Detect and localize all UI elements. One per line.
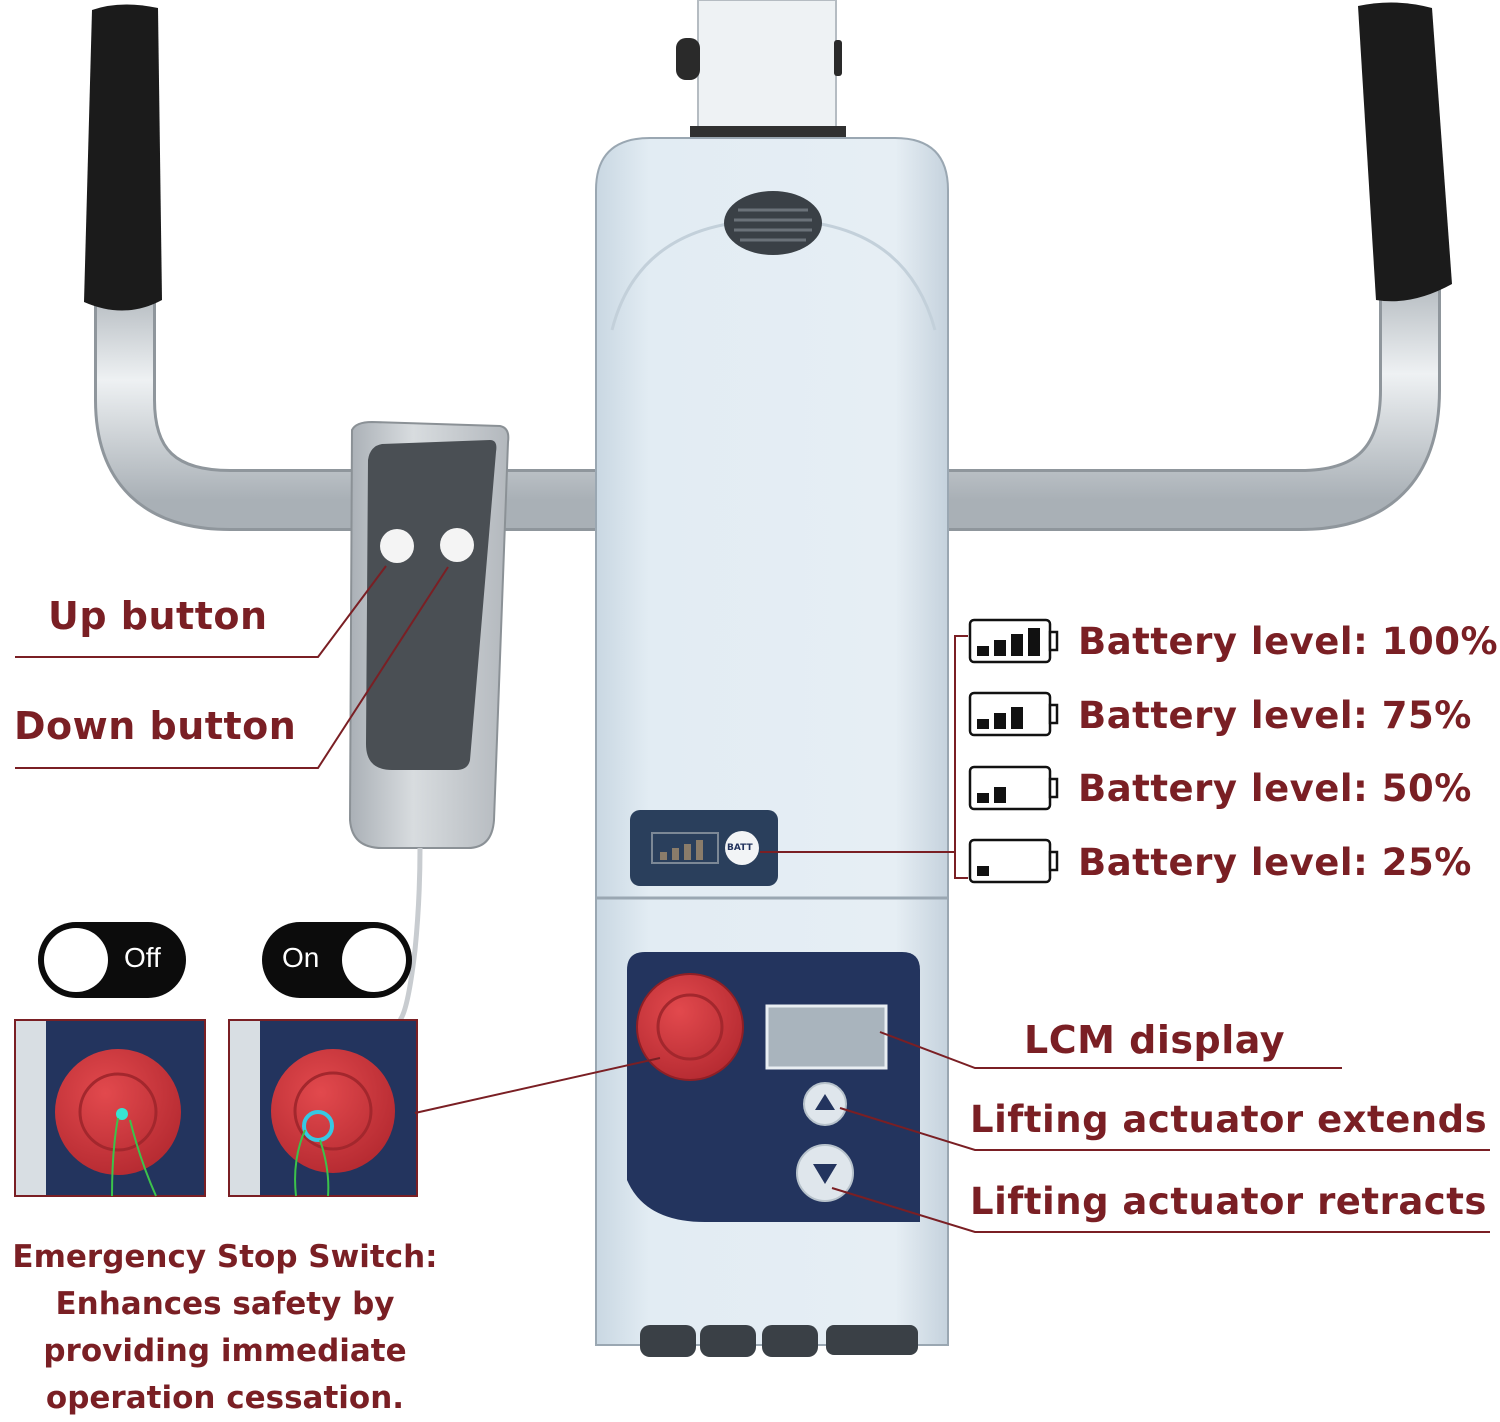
emergency-stop-icon <box>636 973 744 1081</box>
actuator-retracts-label: Lifting actuator retracts <box>970 1180 1487 1223</box>
actuator-extends-label: Lifting actuator extends <box>970 1098 1488 1141</box>
emergency-line: operation cessation. <box>45 1380 405 1416</box>
down-button-icon <box>440 528 474 562</box>
on-label: On <box>282 942 320 973</box>
battery-bar <box>977 646 989 656</box>
batt-text: BATT <box>727 843 753 853</box>
handlebar <box>84 2 1452 531</box>
battery-level-label: Battery level: 25% <box>1078 841 1472 884</box>
battery-icon <box>968 618 1059 664</box>
body-battery-indicator <box>630 810 778 886</box>
hand-pendant <box>348 420 510 1022</box>
battery-bar <box>977 866 989 876</box>
battery-bar <box>977 719 989 729</box>
up-button-label: Up button <box>48 594 268 638</box>
stop-photo-off <box>14 1019 206 1197</box>
battery-bar <box>994 640 1006 656</box>
battery-level-label: Battery level: 50% <box>1078 767 1472 810</box>
battery-bar <box>1011 707 1023 729</box>
emergency-line: providing immediate <box>43 1333 407 1369</box>
battery-level-label: Battery level: 75% <box>1078 694 1472 737</box>
battery-bar <box>1011 634 1023 656</box>
leader-lines <box>15 565 1490 1233</box>
battery-bar <box>1028 628 1040 656</box>
on-toggle <box>262 922 412 998</box>
stop-photo-on <box>228 1019 418 1197</box>
emergency-line: Emergency Stop Switch: <box>12 1239 438 1275</box>
battery-icon <box>968 691 1059 737</box>
emergency-line: Enhances safety by <box>55 1286 395 1322</box>
control-panel <box>627 952 920 1222</box>
battery-icon <box>968 765 1059 811</box>
battery-bar <box>994 787 1006 803</box>
down-button-label: Down button <box>14 704 297 748</box>
battery-bar <box>977 793 989 803</box>
mast <box>676 0 846 151</box>
battery-legend-icons <box>968 618 1059 884</box>
top-knob-icon <box>724 191 822 255</box>
left-grip <box>84 4 162 311</box>
right-grip <box>1358 2 1452 302</box>
battery-level-label: Battery level: 100% <box>1078 620 1499 663</box>
battery-icon <box>968 838 1059 884</box>
battery-bar <box>994 713 1006 729</box>
up-button-icon <box>380 529 414 563</box>
off-label: Off <box>124 942 161 973</box>
lcm-screen <box>765 1004 888 1070</box>
off-toggle <box>38 922 186 998</box>
emergency-stop-description: Emergency Stop Switch: Enhances safety b… <box>0 1234 450 1422</box>
lcm-display-label: LCM display <box>1024 1018 1285 1062</box>
